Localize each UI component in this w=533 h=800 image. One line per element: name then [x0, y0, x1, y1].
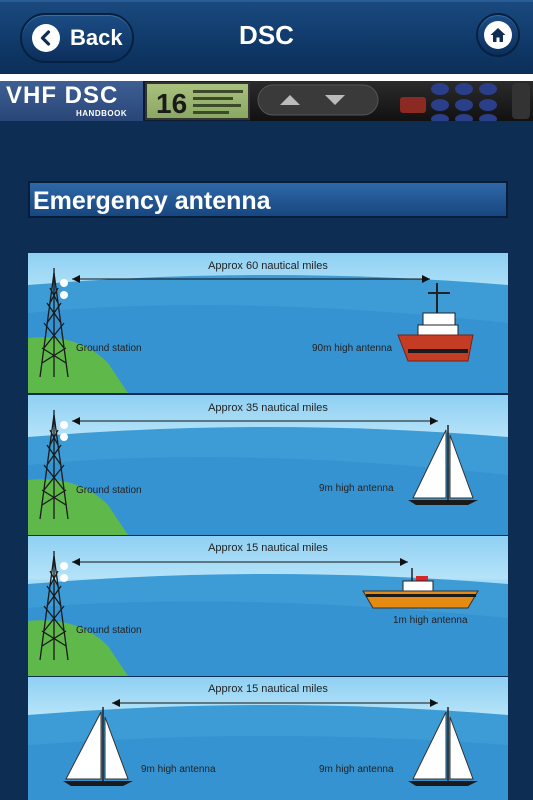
section-title: Emergency antenna [33, 187, 271, 215]
tower-icon [39, 410, 69, 520]
back-button[interactable]: Back [20, 13, 134, 63]
distance-label-4: Approx 15 nautical miles [208, 683, 328, 695]
left-label-2: Ground station [76, 485, 142, 496]
sailboat-icon [408, 707, 478, 786]
diagram-panel-4: Approx 15 nautical miles 9m high antenna… [28, 677, 508, 800]
chevron-left-icon [32, 24, 60, 52]
distance-label-2: Approx 35 nautical miles [208, 402, 328, 414]
back-button-label: Back [70, 25, 123, 50]
diagram-2-graphic [28, 410, 508, 535]
sailboat-icon [408, 425, 478, 505]
right-label-3: 1m high antenna [393, 615, 468, 626]
lcd-readout-graphic [193, 90, 243, 114]
diagram-panel-2: Approx 35 nautical miles Ground station … [28, 395, 508, 535]
radio-buttons-graphic [257, 83, 530, 121]
left-label-4: 9m high antenna [141, 764, 216, 775]
home-icon [484, 21, 512, 49]
nav-bar: Back DSC [0, 0, 533, 74]
tower-icon [39, 551, 69, 661]
section-header: Emergency antenna [28, 181, 508, 218]
left-label-3: Ground station [76, 625, 142, 636]
left-label-1: Ground station [76, 343, 142, 354]
home-button[interactable] [476, 13, 520, 57]
sailboat-icon [63, 707, 133, 786]
radio-channel: 16 [156, 88, 188, 119]
right-label-1: 90m high antenna [312, 343, 393, 354]
distance-label-1: Approx 60 nautical miles [208, 260, 328, 272]
banner-logo-text: VHF DSC [6, 82, 119, 109]
diagram-1-graphic [28, 268, 508, 393]
right-label-2: 9m high antenna [319, 483, 394, 494]
diagram-3-graphic [28, 551, 508, 676]
nav-divider [0, 74, 533, 81]
right-label-4: 9m high antenna [319, 764, 394, 775]
tower-icon [39, 268, 69, 378]
motorboat-icon [362, 568, 479, 609]
ship-icon [397, 283, 474, 362]
page-title: DSC [239, 20, 294, 50]
diagram-panel-3: Approx 15 nautical miles Ground station … [28, 536, 508, 676]
radio-body-graphic [250, 81, 533, 121]
banner-logo: VHF DSC HANDBOOK [0, 81, 145, 121]
diagram-4-graphic [28, 699, 508, 800]
handbook-banner: VHF DSC HANDBOOK 16 [0, 81, 533, 121]
nav-bar-highlight [0, 0, 533, 2]
radio-display: 16 [145, 82, 250, 120]
diagram-panel-1: Approx 60 nautical miles Ground station … [28, 253, 508, 393]
banner-logo-subtext: HANDBOOK [76, 109, 128, 118]
distance-label-3: Approx 15 nautical miles [208, 542, 328, 554]
